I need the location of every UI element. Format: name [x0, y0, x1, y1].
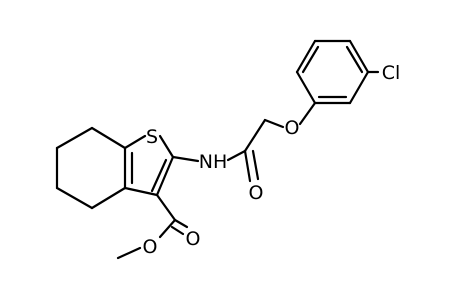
- ester-carbonyl-oxygen-label: O: [186, 228, 201, 250]
- bond: [150, 158, 168, 193]
- bond: [171, 155, 200, 163]
- bond: [295, 70, 317, 105]
- amide-chain: [171, 101, 317, 183]
- bond: [251, 149, 260, 181]
- bond: [345, 45, 364, 74]
- bond: [301, 45, 320, 74]
- bond: [173, 218, 189, 229]
- ester-oxygen-label: O: [143, 236, 158, 258]
- bond: [123, 186, 159, 197]
- bond: [158, 218, 177, 239]
- bond: [263, 118, 285, 129]
- bond: [155, 155, 175, 197]
- bond: [116, 246, 142, 260]
- thiophene-ring: [123, 134, 175, 197]
- bond: [243, 149, 252, 183]
- methyl-ester: [116, 193, 189, 260]
- bond: [348, 70, 370, 105]
- chlorophenyl-ring: [295, 39, 380, 105]
- bond: [226, 149, 247, 162]
- bond: [170, 225, 185, 236]
- bond: [155, 193, 177, 222]
- bond: [90, 126, 127, 150]
- bond: [90, 186, 127, 210]
- bond: [243, 118, 267, 153]
- bond: [55, 126, 94, 150]
- bond: [55, 186, 94, 210]
- bond: [295, 39, 317, 74]
- carbonyl-oxygen-label: O: [249, 182, 264, 204]
- bond: [298, 101, 317, 126]
- bond: [123, 134, 147, 150]
- bond: [158, 134, 175, 159]
- chlorine-atom-label: Cl: [382, 62, 401, 84]
- amide-nh-label: NH: [199, 151, 228, 173]
- bond: [348, 39, 370, 74]
- cyclohexane-ring: [55, 126, 127, 210]
- ether-oxygen-label: O: [285, 117, 300, 139]
- sulfur-atom-label: S: [146, 126, 158, 148]
